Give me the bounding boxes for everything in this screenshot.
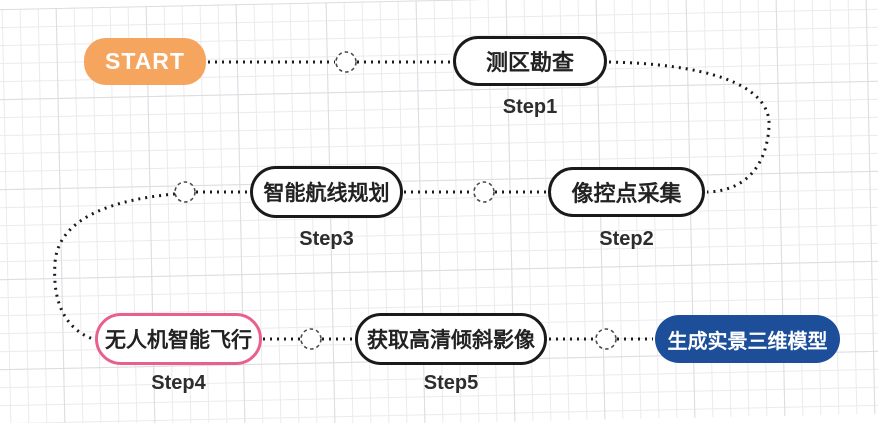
caption-step5: Step5 [423,372,479,394]
junction-circle-2 [473,181,495,203]
caption-step3: Step3 [299,228,354,250]
node-start: START [84,38,206,85]
node-step2-control-points: 像控点采集 [548,167,705,217]
connector-step1-to-step2-curve [608,60,771,194]
node-step4-drone-flight: 无人机智能飞行 [95,313,262,365]
node-step1-survey-area: 测区勘查 [453,36,607,86]
caption-step2: Step2 [599,228,654,250]
caption-step4: Step4 [151,372,206,394]
node-step5-oblique-imagery: 获取高清倾斜影像 [355,313,547,365]
node-step3-route-planning: 智能航线规划 [250,166,403,218]
junction-circle-5 [595,328,617,350]
junction-circle-1 [335,51,357,73]
caption-step1: Step1 [502,96,558,118]
junction-circle-4 [300,328,322,350]
node-end-3d-model: 生成实景三维模型 [655,315,840,363]
junction-circle-3 [174,181,196,203]
